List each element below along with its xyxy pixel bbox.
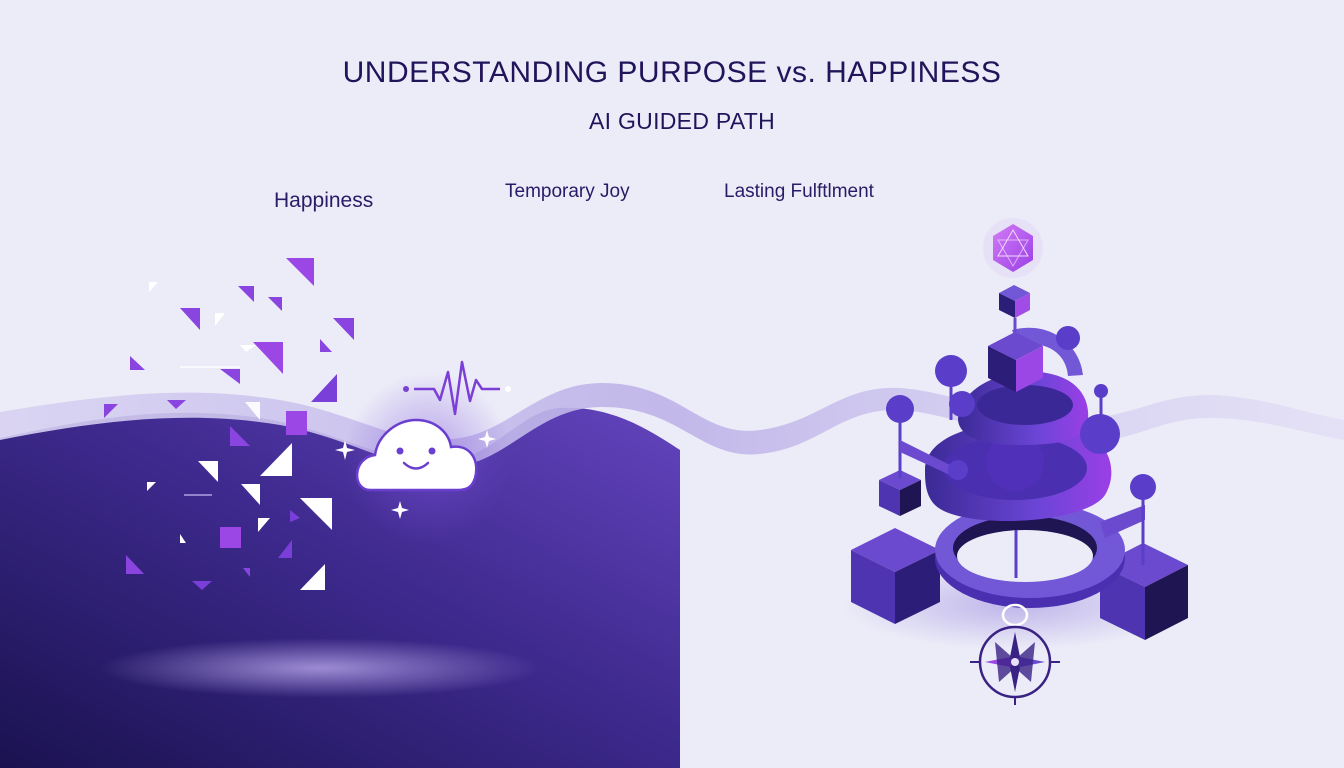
glow-spot [100,638,540,698]
page-subtitle: AI GUIDED PATH [588,108,776,134]
sparkle-icon [335,430,496,519]
label-temporary-joy: Temporary Joy [505,181,630,202]
spiral-tower [851,285,1188,640]
smiling-cloud-icon [355,418,478,492]
happiness-panel [0,407,680,768]
label-happiness: Happiness [274,189,374,212]
gem-icon [983,218,1043,278]
label-lasting-fulfillment: Lasting Fulftlment [724,181,874,202]
page-title: UNDERSTANDING PURPOSE vs. HAPPINESS [342,56,1002,89]
compass-icon [970,603,1060,705]
heartbeat-line-icon [403,360,511,416]
shattering-fragments [104,258,354,590]
